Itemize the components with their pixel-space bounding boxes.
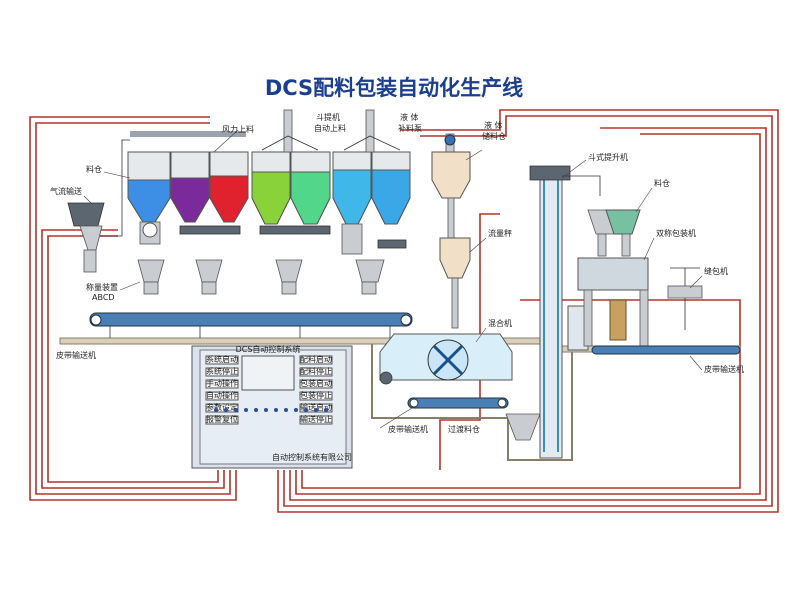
indicator-light bbox=[324, 408, 328, 412]
indicator-light bbox=[294, 408, 298, 412]
silo-group-mid bbox=[251, 151, 331, 225]
diagram-title: DCS配料包装自动化生产线 bbox=[265, 76, 523, 100]
label-wind-feeding: 风力上料 bbox=[222, 124, 254, 134]
silo-red bbox=[209, 151, 249, 223]
silo-group-right bbox=[332, 151, 411, 225]
indicator-light bbox=[314, 408, 318, 412]
cabinet-button[interactable] bbox=[205, 391, 239, 401]
cabinet-button-label: 自动操作 bbox=[206, 390, 238, 400]
cabinet-button-label: 配料启动 bbox=[300, 354, 332, 364]
transition-silo bbox=[505, 413, 541, 441]
indicator-light bbox=[234, 408, 238, 412]
cabinet-button-label: 包装停止 bbox=[300, 390, 332, 400]
cabinet-button[interactable] bbox=[299, 355, 333, 365]
motor-icon bbox=[444, 134, 456, 146]
label-belt-conveyor-left: 皮带输送机 bbox=[56, 350, 96, 360]
label-liquid-supply-2: 补料泵 bbox=[398, 123, 422, 133]
label-weighing-device-2: ABCD bbox=[92, 293, 115, 302]
indicator-light bbox=[274, 408, 278, 412]
cabinet-button-label: 包装启动 bbox=[300, 378, 332, 388]
labels: 气流输送 料仓 风力上料 斗提机 自动上料 液 体 补料泵 液 体 储料仓 称量… bbox=[50, 112, 744, 434]
double-packer bbox=[567, 209, 649, 351]
cabinet-button-label: 参数设定 bbox=[206, 402, 238, 412]
label-liquid-storage-2: 储料仓 bbox=[482, 131, 506, 141]
label-pneumatic-conveying: 气流输送 bbox=[50, 186, 82, 196]
indicator-light bbox=[214, 408, 218, 412]
indicator-light bbox=[254, 408, 258, 412]
silo-green bbox=[251, 171, 291, 225]
cabinet-button-label: 手动操作 bbox=[206, 378, 238, 388]
liquid-storage-tank bbox=[431, 133, 471, 329]
silo-group-left bbox=[127, 151, 249, 223]
cabinet-button[interactable] bbox=[299, 379, 333, 389]
label-silo-left: 料仓 bbox=[86, 164, 102, 174]
belt-conveyor-mid bbox=[407, 397, 509, 409]
silo-sky bbox=[371, 169, 411, 225]
label-belt-conveyor-mid: 皮带输送机 bbox=[388, 424, 428, 434]
label-weighing-device-1: 称量装置 bbox=[86, 282, 118, 292]
label-liquid-storage-1: 液 体 bbox=[484, 120, 503, 130]
indicator-light bbox=[264, 408, 268, 412]
indicator-light bbox=[244, 408, 248, 412]
pneumatic-conveyor bbox=[67, 139, 130, 273]
label-sewing-machine: 缝包机 bbox=[704, 266, 728, 276]
label-double-packer: 双称包装机 bbox=[656, 228, 696, 238]
label-mixer: 混合机 bbox=[488, 318, 512, 328]
cabinet-button[interactable] bbox=[205, 367, 239, 377]
indicator-light bbox=[304, 408, 308, 412]
pit bbox=[371, 344, 573, 461]
label-transition-silo: 过渡料仓 bbox=[448, 424, 480, 434]
cabinet-button[interactable] bbox=[299, 415, 333, 425]
label-silo-right: 料仓 bbox=[654, 178, 670, 188]
leader-lines bbox=[83, 129, 703, 429]
silo-blue bbox=[127, 151, 171, 223]
belt-conveyor-right bbox=[591, 345, 741, 355]
cabinet-button[interactable] bbox=[205, 355, 239, 365]
label-bucket-elevator-auto-2: 自动上料 bbox=[314, 123, 346, 133]
label-bucket-elevator-auto-1: 斗提机 bbox=[316, 112, 340, 122]
cabinet-button-label: 报警复位 bbox=[206, 414, 238, 424]
label-liquid-supply-1: 液 体 bbox=[400, 112, 419, 122]
indicator-light bbox=[284, 408, 288, 412]
bucket-elevator bbox=[529, 165, 601, 459]
cabinet-header: DCS自动控制系统 bbox=[236, 344, 301, 354]
cabinet-button-label: 系统启动 bbox=[206, 354, 238, 364]
silo-mint bbox=[290, 171, 331, 225]
cabinet-button-label: 配料停止 bbox=[300, 366, 332, 376]
cabinet-button-label: 输送启动 bbox=[300, 402, 332, 412]
cabinet-button[interactable] bbox=[205, 379, 239, 389]
cabinet-button[interactable] bbox=[205, 415, 239, 425]
sewing-machine bbox=[667, 267, 703, 330]
top-elevators bbox=[261, 109, 401, 153]
cabinet-button[interactable] bbox=[299, 391, 333, 401]
indicator-light bbox=[224, 408, 228, 412]
cabinet-button[interactable] bbox=[205, 403, 239, 413]
label-belt-conveyor-right: 皮带输送机 bbox=[704, 364, 744, 374]
cabinet-footer: 自动控制系统有限公司 bbox=[272, 452, 352, 462]
belt-conveyor-left bbox=[89, 312, 413, 338]
label-bucket-elevator: 斗式提升机 bbox=[588, 152, 628, 162]
weighing-units bbox=[137, 221, 407, 295]
rotary-valve bbox=[142, 222, 158, 238]
label-flow-scale: 流量秤 bbox=[488, 228, 512, 238]
silo-purple bbox=[170, 151, 210, 223]
cabinet-button[interactable] bbox=[299, 367, 333, 377]
cabinet-button-label: 输送停止 bbox=[300, 414, 332, 424]
silo-cyan bbox=[332, 169, 372, 225]
mixer bbox=[379, 333, 513, 385]
cabinet-button-label: 系统停止 bbox=[206, 366, 238, 376]
control-wiring bbox=[29, 109, 779, 513]
